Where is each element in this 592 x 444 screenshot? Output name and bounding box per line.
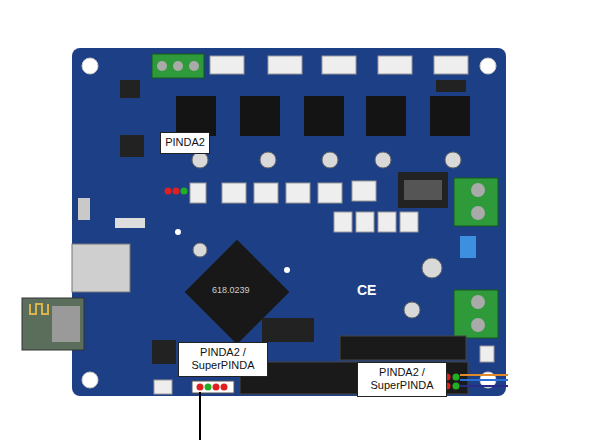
capacitor-group [192,152,461,318]
pin-header [262,318,314,342]
driver-chip [366,96,406,136]
driver-chip [430,96,470,136]
power-terminal [454,290,498,338]
callout-box: PINDA2 [160,132,210,154]
circuit-board [72,48,506,396]
driver-chip [176,96,216,136]
pin-header [340,336,466,360]
mount-hole [480,58,496,74]
connector [115,218,145,228]
fuse-holder [398,172,448,208]
connector [210,56,244,74]
terminal-block [152,54,204,78]
wifi-shield [52,306,80,342]
wire [460,374,508,376]
pin-marker [221,384,228,391]
pin-marker [173,188,180,195]
usb-port [78,198,90,220]
board-marking: CE [357,282,376,298]
callout-text: PINDA2 [165,136,205,149]
pin-marker [453,383,460,390]
connector [322,56,356,74]
mount-hole [82,372,98,388]
connector [268,56,302,74]
pin-marker [197,384,204,391]
connector [378,56,412,74]
sd-card-slot [72,244,130,292]
pin-header [152,340,176,364]
board-marking: 618.0239 [212,285,250,295]
callout-box: PINDA2 / SuperPINDA [178,342,268,377]
pin-marker [213,384,220,391]
pin-marker [181,188,188,195]
wifi-module [22,298,84,350]
pin-marker [453,374,460,381]
wire [460,379,508,381]
pin-marker [165,188,172,195]
wire [460,385,508,387]
mount-hole [82,58,98,74]
driver-chip [240,96,280,136]
connector [434,56,468,74]
connector [436,80,466,92]
callout-text: PINDA2 / SuperPINDA [183,346,263,372]
regulator [120,135,144,157]
callout-text: PINDA2 / SuperPINDA [362,366,442,392]
power-terminal [454,178,498,226]
regulator [120,80,140,98]
callout-box: PINDA2 / SuperPINDA [357,362,447,397]
wire [199,392,201,440]
fuse [460,236,476,258]
driver-chip [304,96,344,136]
pin-marker [205,384,212,391]
